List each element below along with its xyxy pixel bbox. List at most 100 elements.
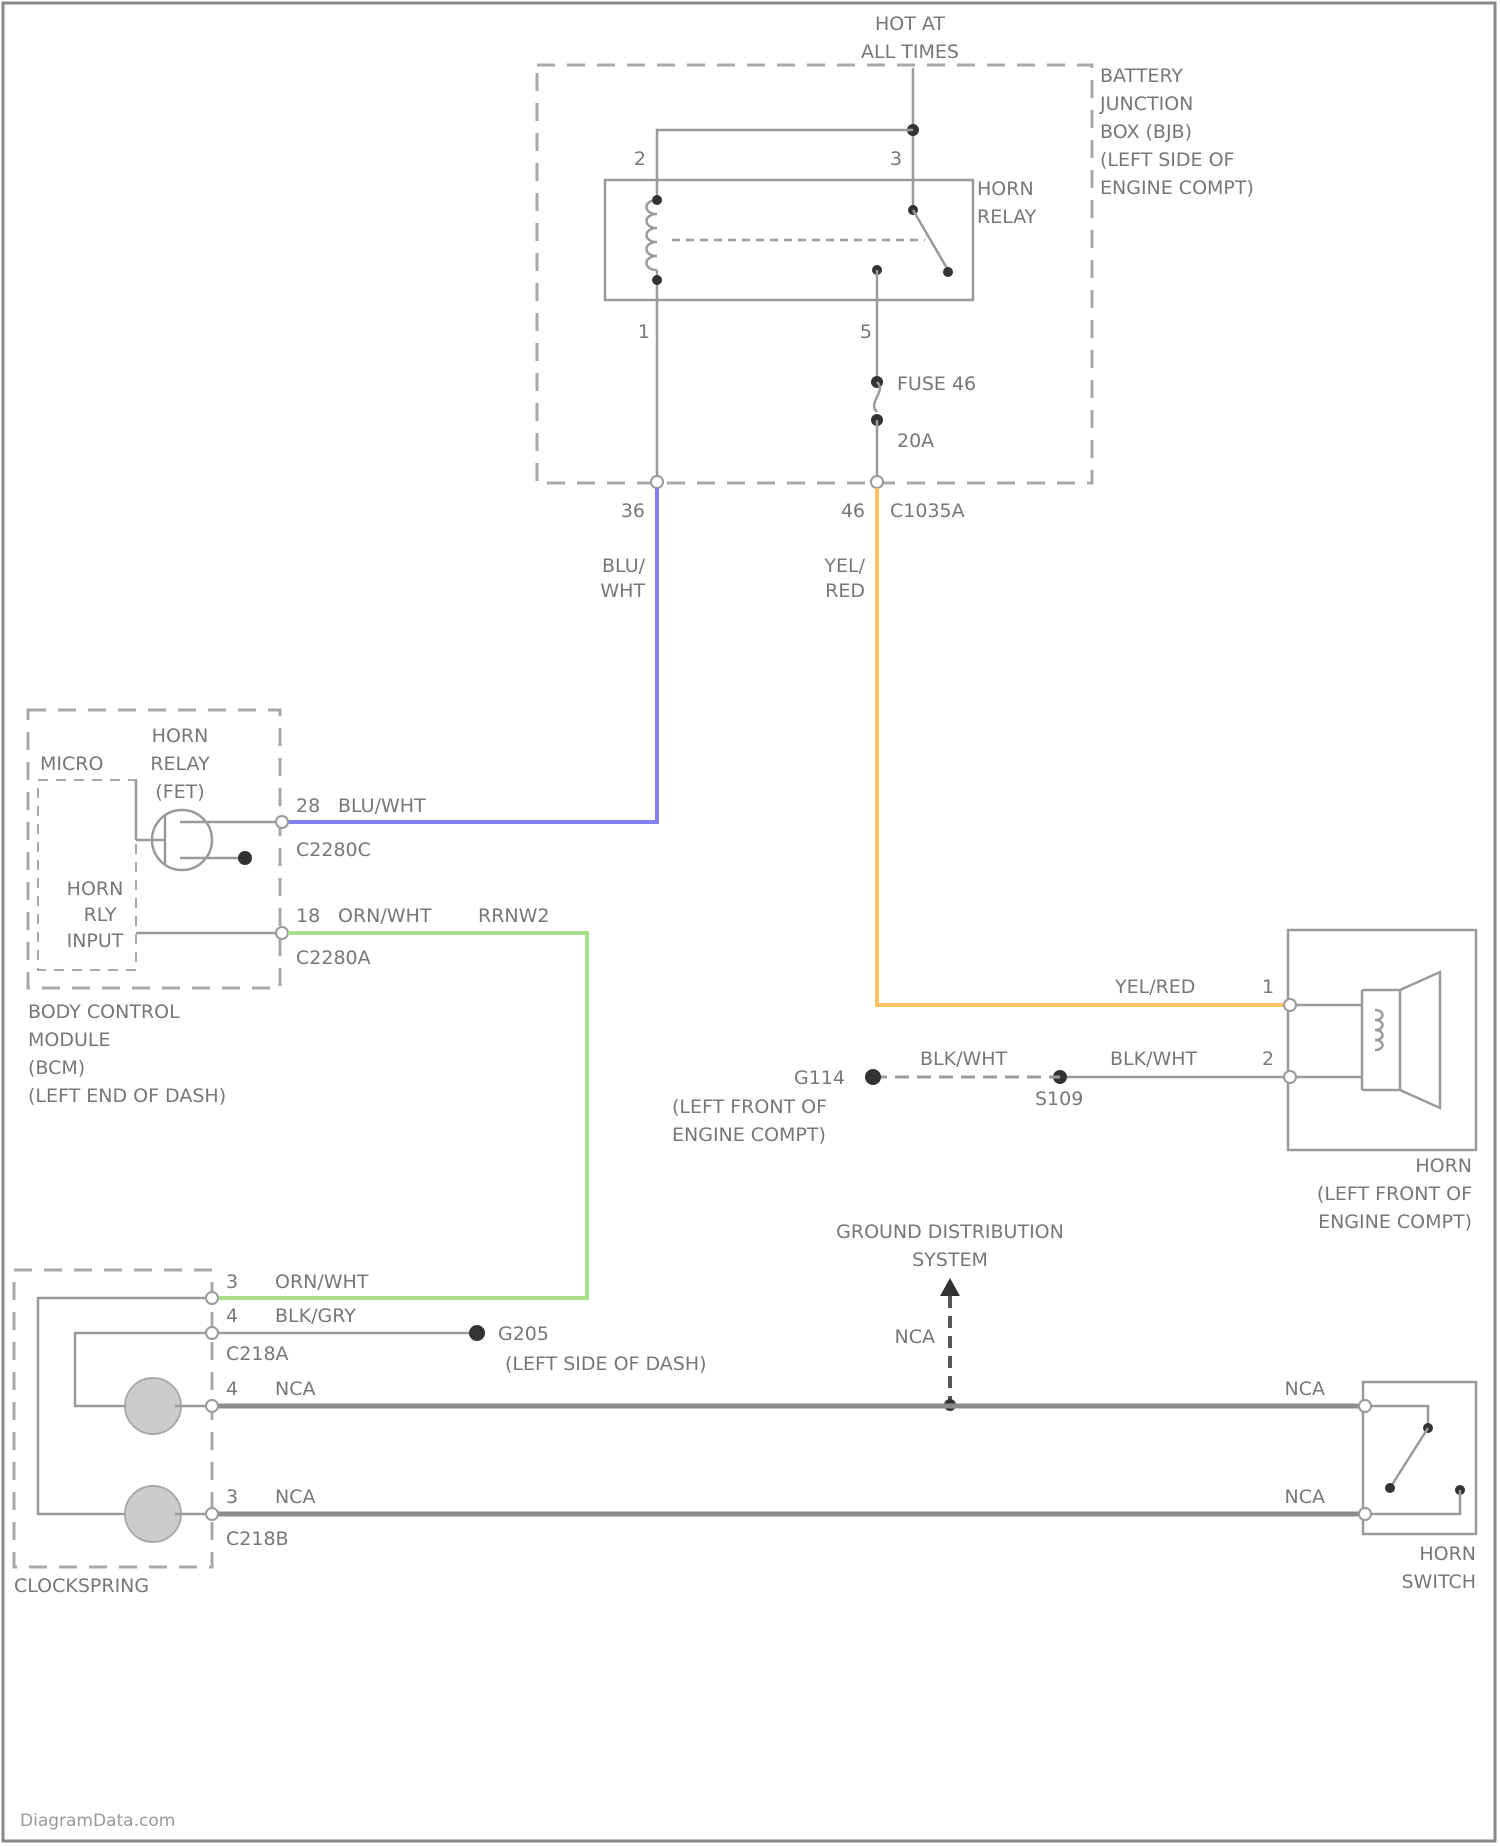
battery-junction-box-label: BATTERY JUNCTION BOX (BJB) (LEFT SIDE OF…	[1099, 65, 1254, 199]
bcm-input-label-line: INPUT	[67, 930, 124, 952]
horn-switch-label-line: SWITCH	[1402, 1571, 1477, 1593]
ground-g114-location-line: ENGINE COMPT)	[672, 1124, 826, 1146]
bcm-label-line: (LEFT END OF DASH)	[28, 1085, 226, 1107]
bcm-label-line: MODULE	[28, 1029, 110, 1051]
wire-wht-label: WHT	[600, 580, 645, 602]
ground-g114-label: G114	[794, 1067, 845, 1089]
clockspring-label: CLOCKSPRING	[14, 1575, 149, 1597]
clockspring-pin-4	[206, 1327, 218, 1339]
relay-contact-tip	[943, 267, 953, 277]
ground-g205	[469, 1325, 485, 1341]
bcm-connector-c2280c: C2280C	[296, 839, 371, 861]
horn-pin-1-label: 1	[1262, 976, 1274, 998]
bjb-label-line: BOX (BJB)	[1100, 121, 1192, 143]
clockspring-pin-b4-label: 4	[226, 1378, 238, 1400]
relay-pin-3: 3	[890, 148, 902, 170]
horn-pin-1	[1284, 999, 1296, 1011]
horn-switch-contact-icon	[1371, 1406, 1465, 1514]
horn-relay-label-line: HORN	[977, 178, 1034, 200]
clockspring-outline	[14, 1270, 212, 1567]
horn-switch-pin-bottom	[1359, 1508, 1371, 1520]
ground-distribution-arrow-icon	[940, 1278, 960, 1296]
wire-blu-label: BLU/	[602, 555, 646, 577]
blu-wht-wire	[285, 488, 657, 822]
bcm-label-line: (BCM)	[28, 1057, 85, 1079]
horn-label-line: ENGINE COMPT)	[1318, 1211, 1472, 1233]
coil-node	[652, 275, 662, 285]
ground-distribution-line: GROUND DISTRIBUTION	[836, 1221, 1064, 1243]
horn-switch-pin-top	[1359, 1400, 1371, 1412]
bcm-pin-28	[276, 816, 288, 828]
horn-wire2b-color: BLK/WHT	[1110, 1048, 1198, 1070]
ground-g114	[865, 1069, 881, 1085]
bcm-input-label-line: RLY	[84, 904, 117, 926]
bcm-pin-18	[276, 927, 288, 939]
bcm-pin-28-color: BLU/WHT	[338, 795, 426, 817]
horn-label-line: HORN	[1415, 1155, 1472, 1177]
hot-at-all-times-line1: HOT AT	[875, 13, 945, 35]
bjb-label-line: BATTERY	[1100, 65, 1183, 87]
relay-pin-5: 5	[860, 321, 872, 343]
ground-g114-location-line: (LEFT FRONT OF	[672, 1096, 827, 1118]
watermark: DiagramData.com	[20, 1811, 175, 1831]
bcm-relay-label-line: RELAY	[150, 753, 210, 775]
wire-yel-label: YEL/	[823, 555, 865, 577]
battery-junction-box-outline	[537, 65, 1092, 483]
clockspring-pin-4-label: 4	[226, 1305, 238, 1327]
clockspring-pin-b3	[206, 1508, 218, 1520]
horn-switch-label-line: HORN	[1419, 1543, 1476, 1565]
horn-wire2a-color: BLK/WHT	[920, 1048, 1008, 1070]
horn-relay-label-line: RELAY	[977, 206, 1037, 228]
bcm-micro-label: MICRO	[40, 753, 103, 775]
clockspring-pin-3-label: 3	[226, 1271, 238, 1293]
ground-g205-location: (LEFT SIDE OF DASH)	[505, 1353, 707, 1375]
relay-pin-1: 1	[638, 321, 650, 343]
clockspring-pin-b3-label: 3	[226, 1486, 238, 1508]
fet-ground-terminal	[238, 851, 252, 865]
bcm-pin-18-color: ORN/WHT	[338, 905, 432, 927]
clockspring-coil-icon	[125, 1486, 181, 1542]
horn-box	[1288, 930, 1476, 1150]
clockspring-pin-3	[206, 1292, 218, 1304]
pin-46-label: 46	[841, 500, 865, 522]
clockspring-pin-b3-color: NCA	[275, 1486, 315, 1508]
relay-contact-arm	[913, 210, 948, 270]
horn-switch-nca-top: NCA	[1285, 1378, 1325, 1400]
bcm-label-line: BODY CONTROL	[28, 1001, 180, 1023]
relay-coil-feed-wire	[657, 130, 913, 172]
bcm-relay-label-line: (FET)	[155, 781, 204, 803]
ground-distribution-line: SYSTEM	[912, 1249, 988, 1271]
horn-pin-2	[1284, 1071, 1296, 1083]
fuse-rating: 20A	[897, 430, 934, 452]
clockspring-connector-c218b: C218B	[226, 1528, 289, 1550]
hot-at-all-times-line2: ALL TIMES	[861, 41, 959, 63]
bjb-label-line: (LEFT SIDE OF	[1100, 149, 1234, 171]
bjb-label-line: ENGINE COMPT)	[1100, 177, 1254, 199]
bjb-label-line: JUNCTION	[1099, 93, 1193, 115]
bcm-input-label-line: HORN	[67, 878, 124, 900]
ground-nca-label: NCA	[895, 1326, 935, 1348]
bcm-relay-label-line: HORN	[152, 725, 209, 747]
pin-36-label: 36	[621, 500, 645, 522]
bcm-pin-28-label: 28	[296, 795, 320, 817]
bcm-pin-18-label: 18	[296, 905, 320, 927]
connector-pin-46	[871, 476, 883, 488]
clockspring-pin-b4-color: NCA	[275, 1378, 315, 1400]
horn-icon	[1362, 972, 1440, 1108]
coil-node	[652, 195, 662, 205]
wire-red-label: RED	[825, 580, 865, 602]
bcm-label: BODY CONTROL MODULE (BCM) (LEFT END OF D…	[28, 1001, 226, 1107]
connector-pin-36	[651, 476, 663, 488]
horn-switch-nca-bottom: NCA	[1285, 1486, 1325, 1508]
clockspring-pin-3-color: ORN/WHT	[275, 1271, 369, 1293]
splice-s109-label: S109	[1035, 1088, 1083, 1110]
clockspring-coil-icon	[125, 1378, 181, 1434]
clockspring-connector-c218a: C218A	[226, 1343, 289, 1365]
clockspring-pin-4-color: BLK/GRY	[275, 1305, 356, 1327]
clockspring-pin-b4	[206, 1400, 218, 1412]
connector-c1035a: C1035A	[890, 500, 965, 522]
horn-pin-2-label: 2	[1262, 1048, 1274, 1070]
yel-red-wire	[877, 488, 1283, 1005]
bcm-pin-18-circuit: RRNW2	[478, 905, 550, 927]
